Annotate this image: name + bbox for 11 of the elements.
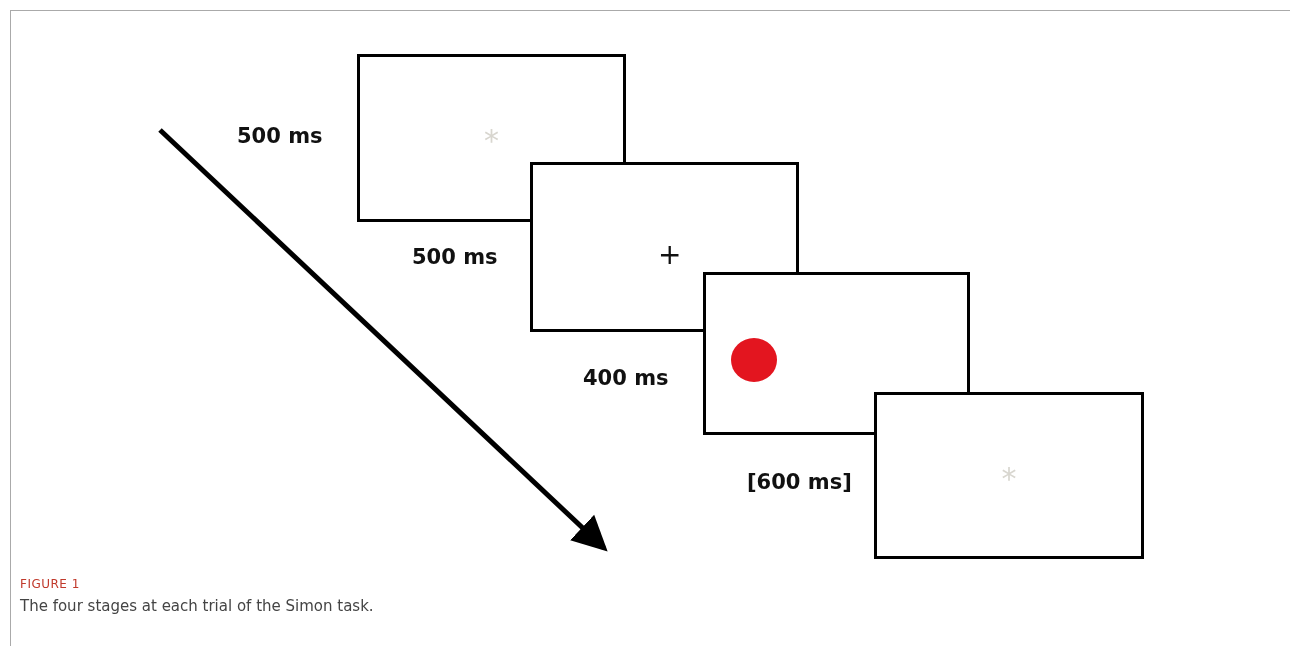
figure-caption: The four stages at each trial of the Simon task. <box>20 597 374 615</box>
asterisk-symbol: * <box>484 126 499 157</box>
stimulus-screen <box>703 272 970 435</box>
duration-label: 500 ms <box>237 124 323 148</box>
fixation-cross: + <box>658 241 682 270</box>
figure-number: FIGURE 1 <box>20 577 80 591</box>
duration-label: [600 ms] <box>747 470 852 494</box>
duration-label: 500 ms <box>412 245 498 269</box>
duration-label: 400 ms <box>583 366 669 390</box>
display-screen <box>874 392 1144 559</box>
asterisk-symbol: * <box>1001 463 1017 494</box>
